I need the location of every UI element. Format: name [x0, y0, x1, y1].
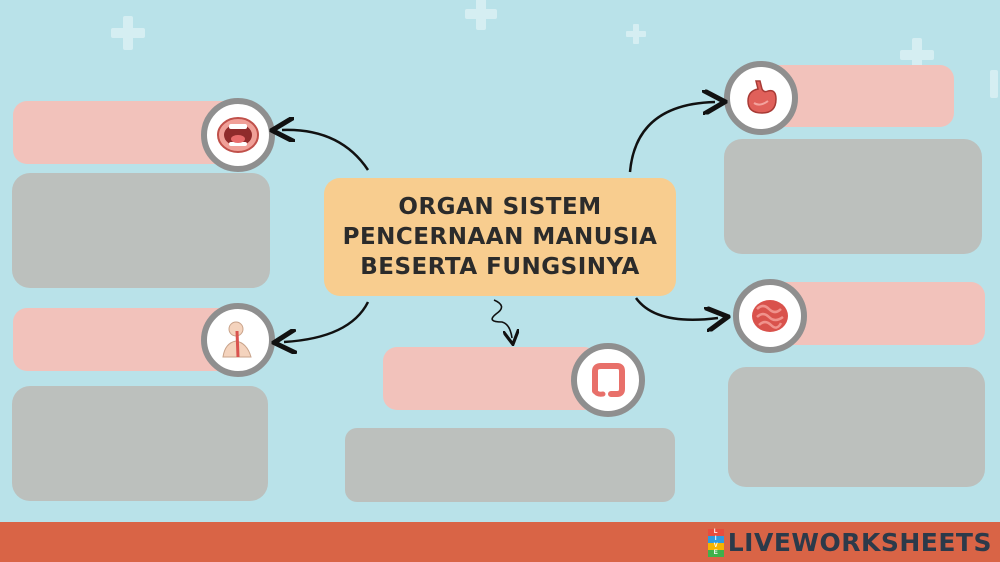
brand-logo: L I V E LIVEWORKSHEETS [707, 528, 992, 557]
stomach-icon [747, 80, 777, 114]
arrow-to-mouth [282, 130, 370, 171]
answer-box-mouth[interactable] [13, 101, 238, 164]
explanation-box-small-intestine[interactable] [728, 367, 985, 487]
footer-bar [0, 522, 1000, 562]
title-line-3: BESERTA FUNGSINYA [360, 254, 640, 280]
answer-box-esophagus[interactable] [13, 308, 238, 371]
organ-circle-large-intestine [571, 343, 645, 417]
large-intestine-icon [592, 363, 625, 397]
explanation-box-mouth[interactable] [12, 173, 270, 288]
title-line-2: PENCERNAAN MANUSIA [342, 224, 658, 250]
live-logo-icon: L I V E [707, 528, 724, 557]
arrow-to-esophagus [284, 301, 370, 342]
answer-box-large-intestine[interactable] [383, 347, 598, 410]
esophagus-icon [222, 321, 252, 358]
small-intestine-icon [752, 300, 788, 332]
title-line-1: ORGAN SISTEM [398, 194, 602, 220]
title-box: ORGAN SISTEM PENCERNAAN MANUSIA BESERTA … [324, 178, 676, 296]
brand-name: LIVEWORKSHEETS [727, 528, 992, 557]
arrow-to-stomach [628, 102, 715, 173]
explanation-box-large-intestine[interactable] [345, 428, 675, 502]
arrow-to-large-intestine [491, 299, 512, 338]
arrow-to-small-intestine [634, 297, 718, 320]
explanation-box-esophagus[interactable] [12, 386, 268, 501]
mouth-icon [217, 117, 259, 153]
organ-circle-small-intestine [733, 279, 807, 353]
explanation-box-stomach[interactable] [724, 139, 982, 254]
